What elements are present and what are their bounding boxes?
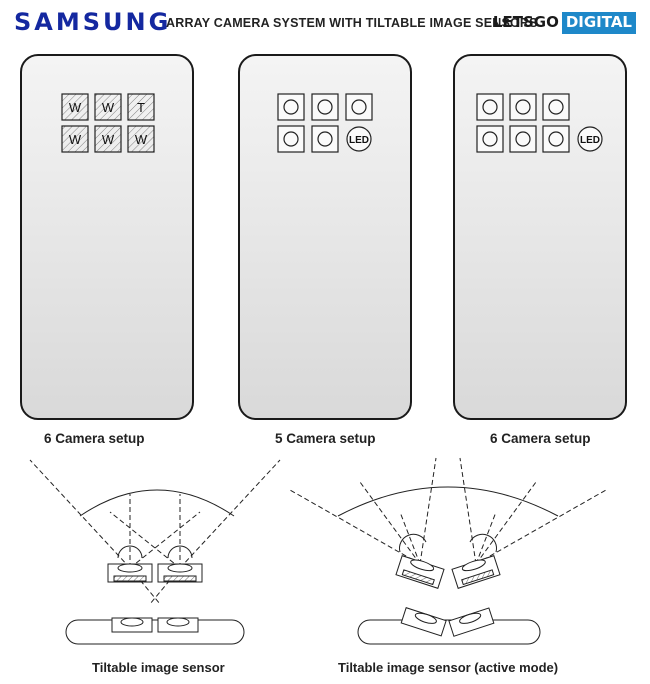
phone-6-camera: LED: [453, 54, 627, 420]
camera-module-5: W: [94, 125, 122, 153]
lens-icon: [166, 617, 190, 627]
camera-lens-icon: [548, 131, 564, 147]
camera-lens-icon: [283, 131, 299, 147]
field-of-view-arc: [79, 489, 235, 517]
phone-6-camera-wt: W W T W W W: [20, 54, 194, 420]
logo-part-digital: DIGITAL: [561, 12, 636, 34]
page-title: ARRAY CAMERA SYSTEM WITH TILTABLE IMAGE …: [166, 16, 538, 30]
camera-lens-icon: [548, 99, 564, 115]
led-flash-label: LED: [349, 135, 369, 146]
camera-lens-icon: [283, 99, 299, 115]
camera-lens-icon: [515, 99, 531, 115]
camera-module-6: [542, 125, 570, 153]
module-letter-3: T: [137, 100, 145, 115]
camera-module-5: [509, 125, 537, 153]
camera-module-4: [476, 125, 504, 153]
samsung-logo: SAMSUNG: [14, 8, 172, 36]
camera-module-2: [311, 93, 339, 121]
tilted-sensor-module-left: [395, 555, 445, 589]
phone-side-profile: [357, 619, 541, 645]
camera-module-3: [542, 93, 570, 121]
header: SAMSUNG ARRAY CAMERA SYSTEM WITH TILTABL…: [0, 0, 650, 44]
camera-module-2: W: [94, 93, 122, 121]
camera-array-6: LED: [476, 93, 603, 153]
camera-lens-icon: [482, 99, 498, 115]
camera-module-1: W: [61, 93, 89, 121]
camera-module-5: [311, 125, 339, 153]
module-letter-4: W: [69, 132, 82, 147]
camera-module-6: W: [127, 125, 155, 153]
camera-module-1: [476, 93, 504, 121]
camera-array-5: LED: [277, 93, 373, 153]
lens-icon: [117, 563, 143, 573]
camera-module-4: [277, 125, 305, 153]
tilted-sensor-module-right: [451, 555, 501, 589]
camera-module-2: [509, 93, 537, 121]
camera-array-w-t: W W T W W W: [61, 93, 155, 153]
phone-5-camera: LED: [238, 54, 412, 420]
camera-module-3: [345, 93, 373, 121]
logo-part-letsgo: LETSGO: [492, 13, 559, 31]
camera-module-1: [277, 93, 305, 121]
module-letter-6: W: [135, 132, 148, 147]
camera-lens-icon: [482, 131, 498, 147]
phone-side-profile: [65, 619, 245, 645]
caption-tiltable-sensor-active: Tiltable image sensor (active mode): [338, 660, 559, 675]
flat-sensor-diagram: [29, 459, 281, 645]
lens-icon: [167, 563, 193, 573]
module-letter-1: W: [69, 100, 82, 115]
camera-lens-icon: [317, 131, 333, 147]
tiltable-sensor-diagrams: [29, 457, 607, 645]
lens-icon: [120, 617, 144, 627]
letsgodigital-logo: LETSGO DIGITAL: [493, 12, 636, 34]
phone-label-1: 6 Camera setup: [44, 431, 145, 446]
led-flash: LED: [346, 126, 372, 152]
led-flash-label: LED: [580, 135, 600, 146]
camera-lens-icon: [317, 99, 333, 115]
tilted-sensor-diagram: [289, 457, 607, 645]
phone-label-3: 6 Camera setup: [490, 431, 591, 446]
module-letter-5: W: [102, 132, 115, 147]
phone-label-2: 5 Camera setup: [275, 431, 376, 446]
camera-module-4: W: [61, 125, 89, 153]
led-flash: LED: [577, 126, 603, 152]
camera-lens-icon: [351, 99, 367, 115]
field-of-view-arc: [337, 486, 559, 517]
caption-tiltable-sensor: Tiltable image sensor: [92, 660, 225, 675]
camera-module-3: T: [127, 93, 155, 121]
camera-lens-icon: [515, 131, 531, 147]
module-letter-2: W: [102, 100, 115, 115]
